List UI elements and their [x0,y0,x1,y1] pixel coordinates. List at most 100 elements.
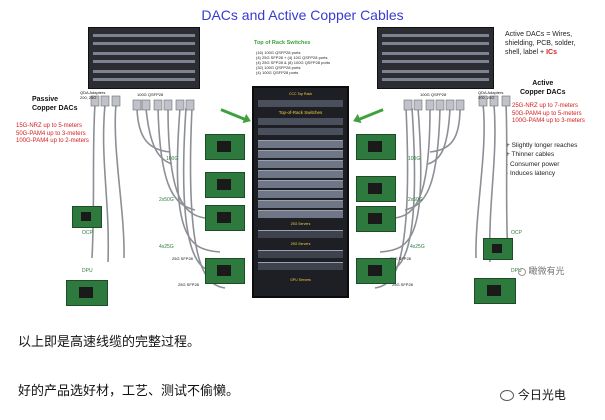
rack-server-unit [258,190,343,198]
nic-card [356,176,396,202]
nic-card [205,172,245,198]
left-sfp28-label: 25G SFP28 [172,256,193,261]
passive-specs: 15G-NRZ up to 5-meters 50G-PAM4 up to 3-… [16,123,89,146]
dpu-card [66,280,108,306]
nic-card [205,205,245,231]
rack-mid-label: 25G Servers [290,242,311,246]
rack-server-unit [258,262,343,270]
rack-server-unit [258,170,343,178]
left-cables [91,103,226,289]
nic-card [205,134,245,160]
rack-server-unit [258,140,343,148]
active-heading-line2: Copper DACs [520,88,566,96]
dpu-card [474,278,516,304]
passive-heading: Passive Copper DACs [32,96,78,114]
nic-card [356,258,396,284]
nic-chip [368,141,382,152]
nic-card [356,134,396,160]
right-sfp28-label: 25G SFP28 [392,282,413,287]
ocp-card [72,206,102,228]
right-qsfp-label: 100G QSFP28 [420,92,447,97]
nic-card [205,258,245,284]
watermark-text: 今日光电 [517,388,566,402]
active-con: - Consumer power [506,160,560,168]
active-pro: + Slightly longer reaches [506,142,578,149]
nic-chip [217,265,231,276]
connectors [90,95,511,111]
active-spec: 50G-PAM4 up to 5-meters [512,110,582,117]
right-ocp-label: OCP [511,230,522,236]
rack-switch-unit [258,100,343,107]
left-qsfp-label: 100G QSFP28 [137,92,164,97]
left-100g-label: 100G [166,156,179,162]
rack-server-unit [258,160,343,168]
right-switch-stack [377,27,494,89]
rack-server-unit [258,250,343,258]
definition-line: shielding, PCB, solder, [505,39,576,47]
passive-spec: 50G-PAM4 up to 3-meters [16,130,86,137]
left-dpu-label: DPU [82,268,93,274]
top-rack-heading: Top of Rack Switches [254,40,311,46]
rack-server-unit [258,230,343,238]
rack-server-unit [258,150,343,158]
right-qda-label: QDA Adapters 200, 25G [478,90,504,100]
top-rack-spec: (32) 100G QSFP28 ports [256,65,301,70]
left-ocp-label: OCP [82,230,93,236]
active-heading: Active Copper DACs [520,80,566,98]
definition-text: shell, label + [505,48,545,56]
inner-watermark: 瞰微有光 [518,266,565,277]
nic-chip [487,285,501,296]
passive-spec: 100G-PAM4 up to 2-meters [16,138,89,144]
wechat-watermark: 今日光电 [500,386,566,403]
right-sfp28-label: 25G SFP28 [390,256,411,261]
rack-switch-unit [258,118,343,125]
inner-watermark-text: 瞰微有光 [528,266,565,276]
rack-server-unit [258,180,343,188]
left-switch-stack [88,27,200,89]
nic-chip [81,212,92,221]
ocp-card [483,238,513,260]
nic-chip [217,212,231,223]
right-dpu-label: DPU [511,268,522,274]
definition-line: Active DACs = Wires, [505,31,573,38]
watermark-logo-icon [518,267,526,276]
left-2x50g-label: 2x50G [159,197,174,203]
rack-mid-label: 25G Servers [290,222,311,226]
ics-highlight: ICs [546,48,557,56]
right-100g-label: 100G [408,156,421,162]
nic-card [356,206,396,232]
nic-chip [368,265,382,276]
top-rack-spec: (16) 100G QSFP28 ports [256,50,301,55]
rack-server-unit [258,200,343,208]
left-4x25g-label: 4x25G [159,244,174,250]
active-specs: 25G-NRZ up to 7-meters 50G-PAM4 up to 5-… [512,103,585,126]
top-rack-spec: (4) 100G QSFP28 ports [256,70,299,75]
active-dacs-definition: Active DACs = Wires, shielding, PCB, sol… [505,31,575,57]
active-spec: 100G-PAM4 up to 3-meters [512,118,585,124]
active-pros-cons: + Slightly longer reaches + Thinner cabl… [506,141,577,179]
top-rack-spec: (4) 25G SFP28 & (8) 100G QSFP28 ports [256,60,331,65]
passive-spec: 15G-NRZ up to 5-meters [16,123,83,129]
left-sfp28-label: 25G SFP28 [178,282,199,287]
right-4x25g-label: 4x25G [410,244,425,250]
passive-heading-line1: Passive [32,96,59,103]
nic-chip [79,287,93,298]
rack-bottom-label: GPU Servers [290,278,311,282]
nic-chip [368,183,382,194]
right-2x50g-label: 2x50G [408,197,423,203]
active-con: - Induces latency [506,170,556,178]
diagram-figure: DACs and Active Copper Cables Top of Rac… [0,0,605,315]
caption-line-2: 好的产品选好材，工艺、测试不偷懒。 [18,384,240,399]
rack-switch-label: Top-of-Rack Switches [278,110,323,115]
definition-line: shell, label + ICs [505,49,575,58]
top-rack-spec: (4) 25G SFP28 + (4) 10G QSFP28 ports [256,55,328,60]
active-pro: + Thinner cables [506,151,555,159]
left-qda-label: QDA Adapters 200, 25G [80,90,106,100]
caption-line-1: 以上即是高速线缆的完整过程。 [18,335,201,350]
rack-top-label: CCC Top Rack [288,92,313,96]
active-spec: 25G-NRZ up to 7-meters [512,103,579,109]
top-rack-specs: (16) 100G QSFP28 ports (4) 25G SFP28 + (… [256,50,330,75]
passive-heading-line2: Copper DACs [32,104,78,112]
nic-chip [217,141,231,152]
rack-server-unit [258,210,343,218]
